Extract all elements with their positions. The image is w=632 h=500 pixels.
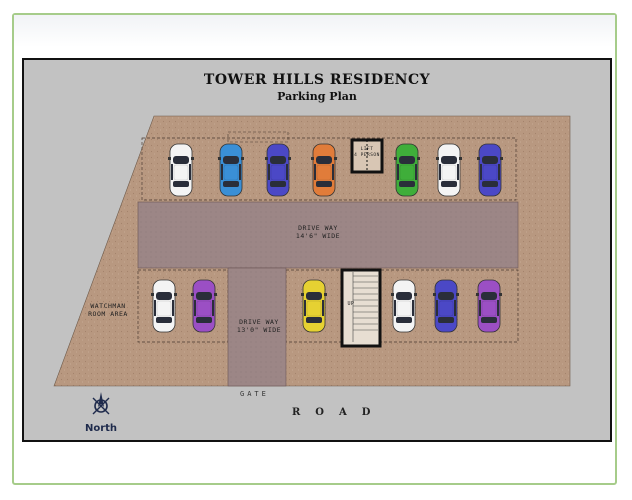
parking-top-6-white-car [436,143,462,197]
parking-zone-top [141,137,517,201]
parking-bottom-2-purple-car [191,279,217,333]
parking-bottom-6-purple-car [476,279,502,333]
north-arrow-icon [92,392,110,415]
watchman-area: ROOM AREA [88,310,128,318]
watchman-title: WATCHMAN [90,302,126,310]
parking-bottom-3-yellow-car [301,279,327,333]
driveway-secondary [227,267,287,387]
driveway-secondary-title: DRIVE WAY [239,318,279,326]
parking-top-2-blue-car [218,143,244,197]
parking-plan: TOWER HILLS RESIDENCY Parking Plan [22,58,612,442]
site-drawing [53,115,571,387]
watchman-room-label: WATCHMAN ROOM AREA [78,302,138,318]
background-strip [14,15,615,47]
staircase [340,268,382,348]
parking-bottom-1-white-car [151,279,177,333]
driveway-main-title: DRIVE WAY [298,224,338,232]
plan-subtitle: Parking Plan [277,90,357,103]
lift-label: LIFT 4 PERSON [352,147,382,159]
plan-title: TOWER HILLS RESIDENCY [203,72,431,88]
top-row-cars [168,143,503,197]
driveway-secondary-label: DRIVE WAY 13'0" WIDE [230,318,288,334]
driveway-secondary-width: 13'0" WIDE [236,326,282,334]
gate-label: GATE [240,390,269,398]
parking-top-4-orange-car [311,143,337,197]
north-indicator: North [84,390,118,434]
north-label: North [84,423,118,434]
stair-label: UP [347,301,355,307]
parking-top-1-white-car [168,143,194,197]
driveway-main [137,201,519,269]
driveway-main-width: 14'6" WIDE [295,232,341,240]
bottom-row-cars [151,279,502,333]
parking-top-5-green-car [394,143,420,197]
parking-bottom-5-indigo-car [433,279,459,333]
road-label: ROAD [292,407,386,418]
driveway-hatch [227,131,289,143]
parking-top-3-indigo-car [265,143,291,197]
lift-title: LIFT [360,147,374,152]
parking-bottom-4-white-car [391,279,417,333]
lift-capacity: 4 PERSON [354,153,380,158]
parking-top-7-indigo-car [477,143,503,197]
driveway-main-label: DRIVE WAY 14'6" WIDE [260,224,376,240]
stair-treads [352,272,378,342]
